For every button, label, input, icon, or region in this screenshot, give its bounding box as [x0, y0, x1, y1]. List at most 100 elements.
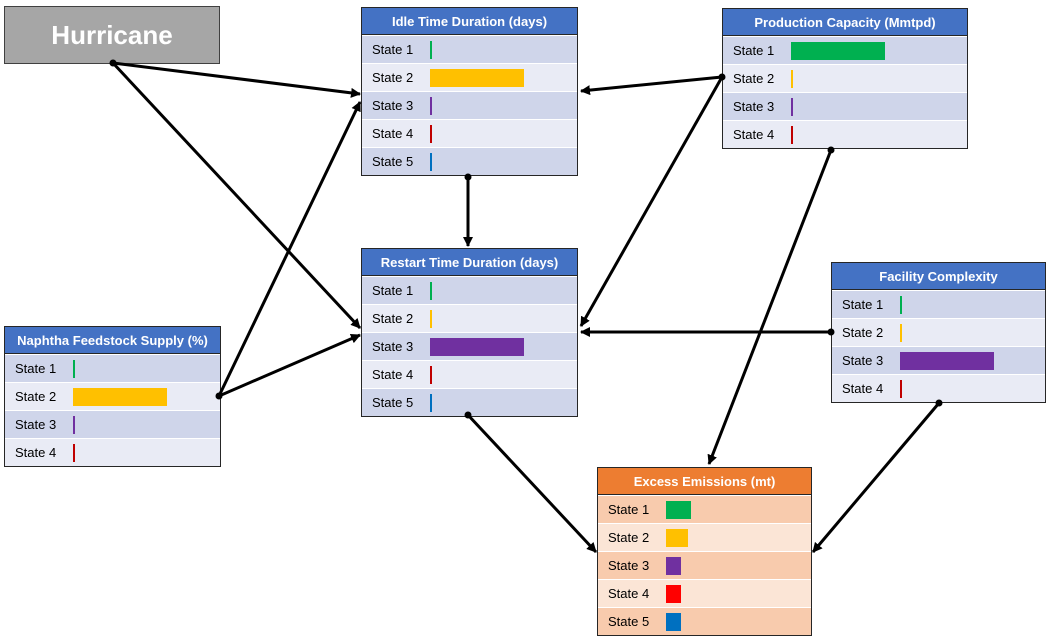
arrow-restart-to-emissions — [466, 413, 598, 554]
state-row[interactable]: State 3 — [5, 410, 220, 438]
state-label: State 4 — [842, 381, 884, 396]
state-label: State 2 — [372, 70, 414, 85]
probability-bar — [900, 380, 902, 398]
state-row[interactable]: State 4 — [598, 579, 811, 607]
probability-track — [666, 580, 811, 607]
probability-track — [666, 496, 811, 523]
state-row[interactable]: State 2 — [598, 523, 811, 551]
state-row[interactable]: State 2 — [723, 64, 967, 92]
state-row[interactable]: State 4 — [362, 119, 577, 147]
state-row[interactable]: State 1 — [723, 36, 967, 64]
probability-track — [430, 389, 577, 416]
probability-bar — [430, 69, 524, 87]
state-label: State 4 — [372, 367, 414, 382]
idle-time-node[interactable]: Idle Time Duration (days) State 1 State 2 S… — [361, 7, 578, 176]
probability-bar — [430, 41, 432, 59]
restart-time-node[interactable]: Restart Time Duration (days) State 1 State… — [361, 248, 578, 417]
state-row[interactable]: State 3 — [362, 332, 577, 360]
arrow-hurricane-to-restart — [111, 61, 362, 330]
arrow-production-to-idle — [580, 75, 723, 96]
state-row[interactable]: State 1 — [362, 35, 577, 63]
probability-bar — [666, 557, 682, 575]
state-row[interactable]: State 4 — [362, 360, 577, 388]
probability-track — [430, 361, 577, 388]
state-label: State 1 — [733, 43, 775, 58]
probability-track — [430, 305, 577, 332]
probability-track — [791, 65, 967, 92]
probability-track — [430, 92, 577, 119]
probability-bar — [73, 360, 75, 378]
probability-bar — [666, 501, 692, 519]
arrow-hurricane-to-idle — [112, 61, 361, 98]
state-row[interactable]: State 5 — [362, 147, 577, 175]
probability-track — [666, 552, 811, 579]
state-label: State 2 — [15, 389, 57, 404]
probability-track — [73, 411, 220, 438]
naphtha-feedstock-node[interactable]: Naphtha Feedstock Supply (%) State 1 State… — [4, 326, 221, 467]
state-label: State 3 — [15, 417, 57, 432]
state-row[interactable]: State 3 — [723, 92, 967, 120]
state-label: State 3 — [733, 99, 775, 114]
state-label: State 1 — [372, 283, 414, 298]
probability-bar — [73, 416, 75, 434]
probability-bar — [791, 42, 885, 60]
state-row[interactable]: State 1 — [5, 354, 220, 382]
state-label: State 5 — [372, 154, 414, 169]
hurricane-node[interactable]: Hurricane — [4, 6, 220, 64]
probability-track — [900, 319, 1045, 346]
excess-emissions-node[interactable]: Excess Emissions (mt)State 1 State 2 State… — [597, 467, 812, 636]
state-row[interactable]: State 4 — [5, 438, 220, 466]
state-row[interactable]: State 1 — [598, 495, 811, 523]
state-row[interactable]: State 1 — [832, 290, 1045, 318]
probability-bar — [430, 282, 432, 300]
probability-bar — [73, 388, 167, 406]
state-row[interactable]: State 5 — [598, 607, 811, 635]
state-row[interactable]: State 3 — [832, 346, 1045, 374]
probability-bar — [430, 97, 432, 115]
probability-bar — [430, 338, 524, 356]
probability-track — [900, 375, 1045, 402]
state-label: State 2 — [608, 530, 650, 545]
probability-track — [73, 439, 220, 466]
probability-track — [430, 36, 577, 63]
state-row[interactable]: State 5 — [362, 388, 577, 416]
arrow-production-to-restart — [579, 76, 724, 327]
state-row[interactable]: State 2 — [362, 304, 577, 332]
probability-track — [791, 37, 967, 64]
state-label: State 1 — [372, 42, 414, 57]
state-row[interactable]: State 3 — [598, 551, 811, 579]
state-row[interactable]: State 2 — [5, 382, 220, 410]
production-node-title: Production Capacity (Mmtpd) — [723, 9, 967, 36]
probability-bar — [666, 613, 682, 631]
state-row[interactable]: State 3 — [362, 91, 577, 119]
probability-track — [900, 347, 1045, 374]
probability-track — [791, 121, 967, 148]
facility-node-title: Facility Complexity — [832, 263, 1045, 290]
probability-bar — [791, 126, 793, 144]
probability-bar — [666, 529, 688, 547]
restart-node-title: Restart Time Duration (days) — [362, 249, 577, 276]
probability-track — [666, 524, 811, 551]
state-row[interactable]: State 1 — [362, 276, 577, 304]
idle-node-title: Idle Time Duration (days) — [362, 8, 577, 35]
probability-track — [430, 333, 577, 360]
probability-bar — [900, 296, 902, 314]
naphtha-node-title: Naphtha Feedstock Supply (%) — [5, 327, 220, 354]
probability-bar — [430, 153, 432, 171]
arrow-production-to-emissions — [707, 149, 833, 465]
state-row[interactable]: State 2 — [362, 63, 577, 91]
probability-bar — [900, 352, 994, 370]
state-row[interactable]: State 4 — [832, 374, 1045, 402]
state-row[interactable]: State 2 — [832, 318, 1045, 346]
state-label: State 4 — [733, 127, 775, 142]
emissions-node-title: Excess Emissions (mt) — [598, 468, 811, 495]
probability-track — [900, 291, 1045, 318]
state-label: State 3 — [842, 353, 884, 368]
state-label: State 2 — [842, 325, 884, 340]
state-label: State 1 — [15, 361, 57, 376]
probability-bar — [430, 394, 432, 412]
state-label: State 4 — [608, 586, 650, 601]
production-capacity-node[interactable]: Production Capacity (Mmtpd) State 1 State … — [722, 8, 968, 149]
state-row[interactable]: State 4 — [723, 120, 967, 148]
